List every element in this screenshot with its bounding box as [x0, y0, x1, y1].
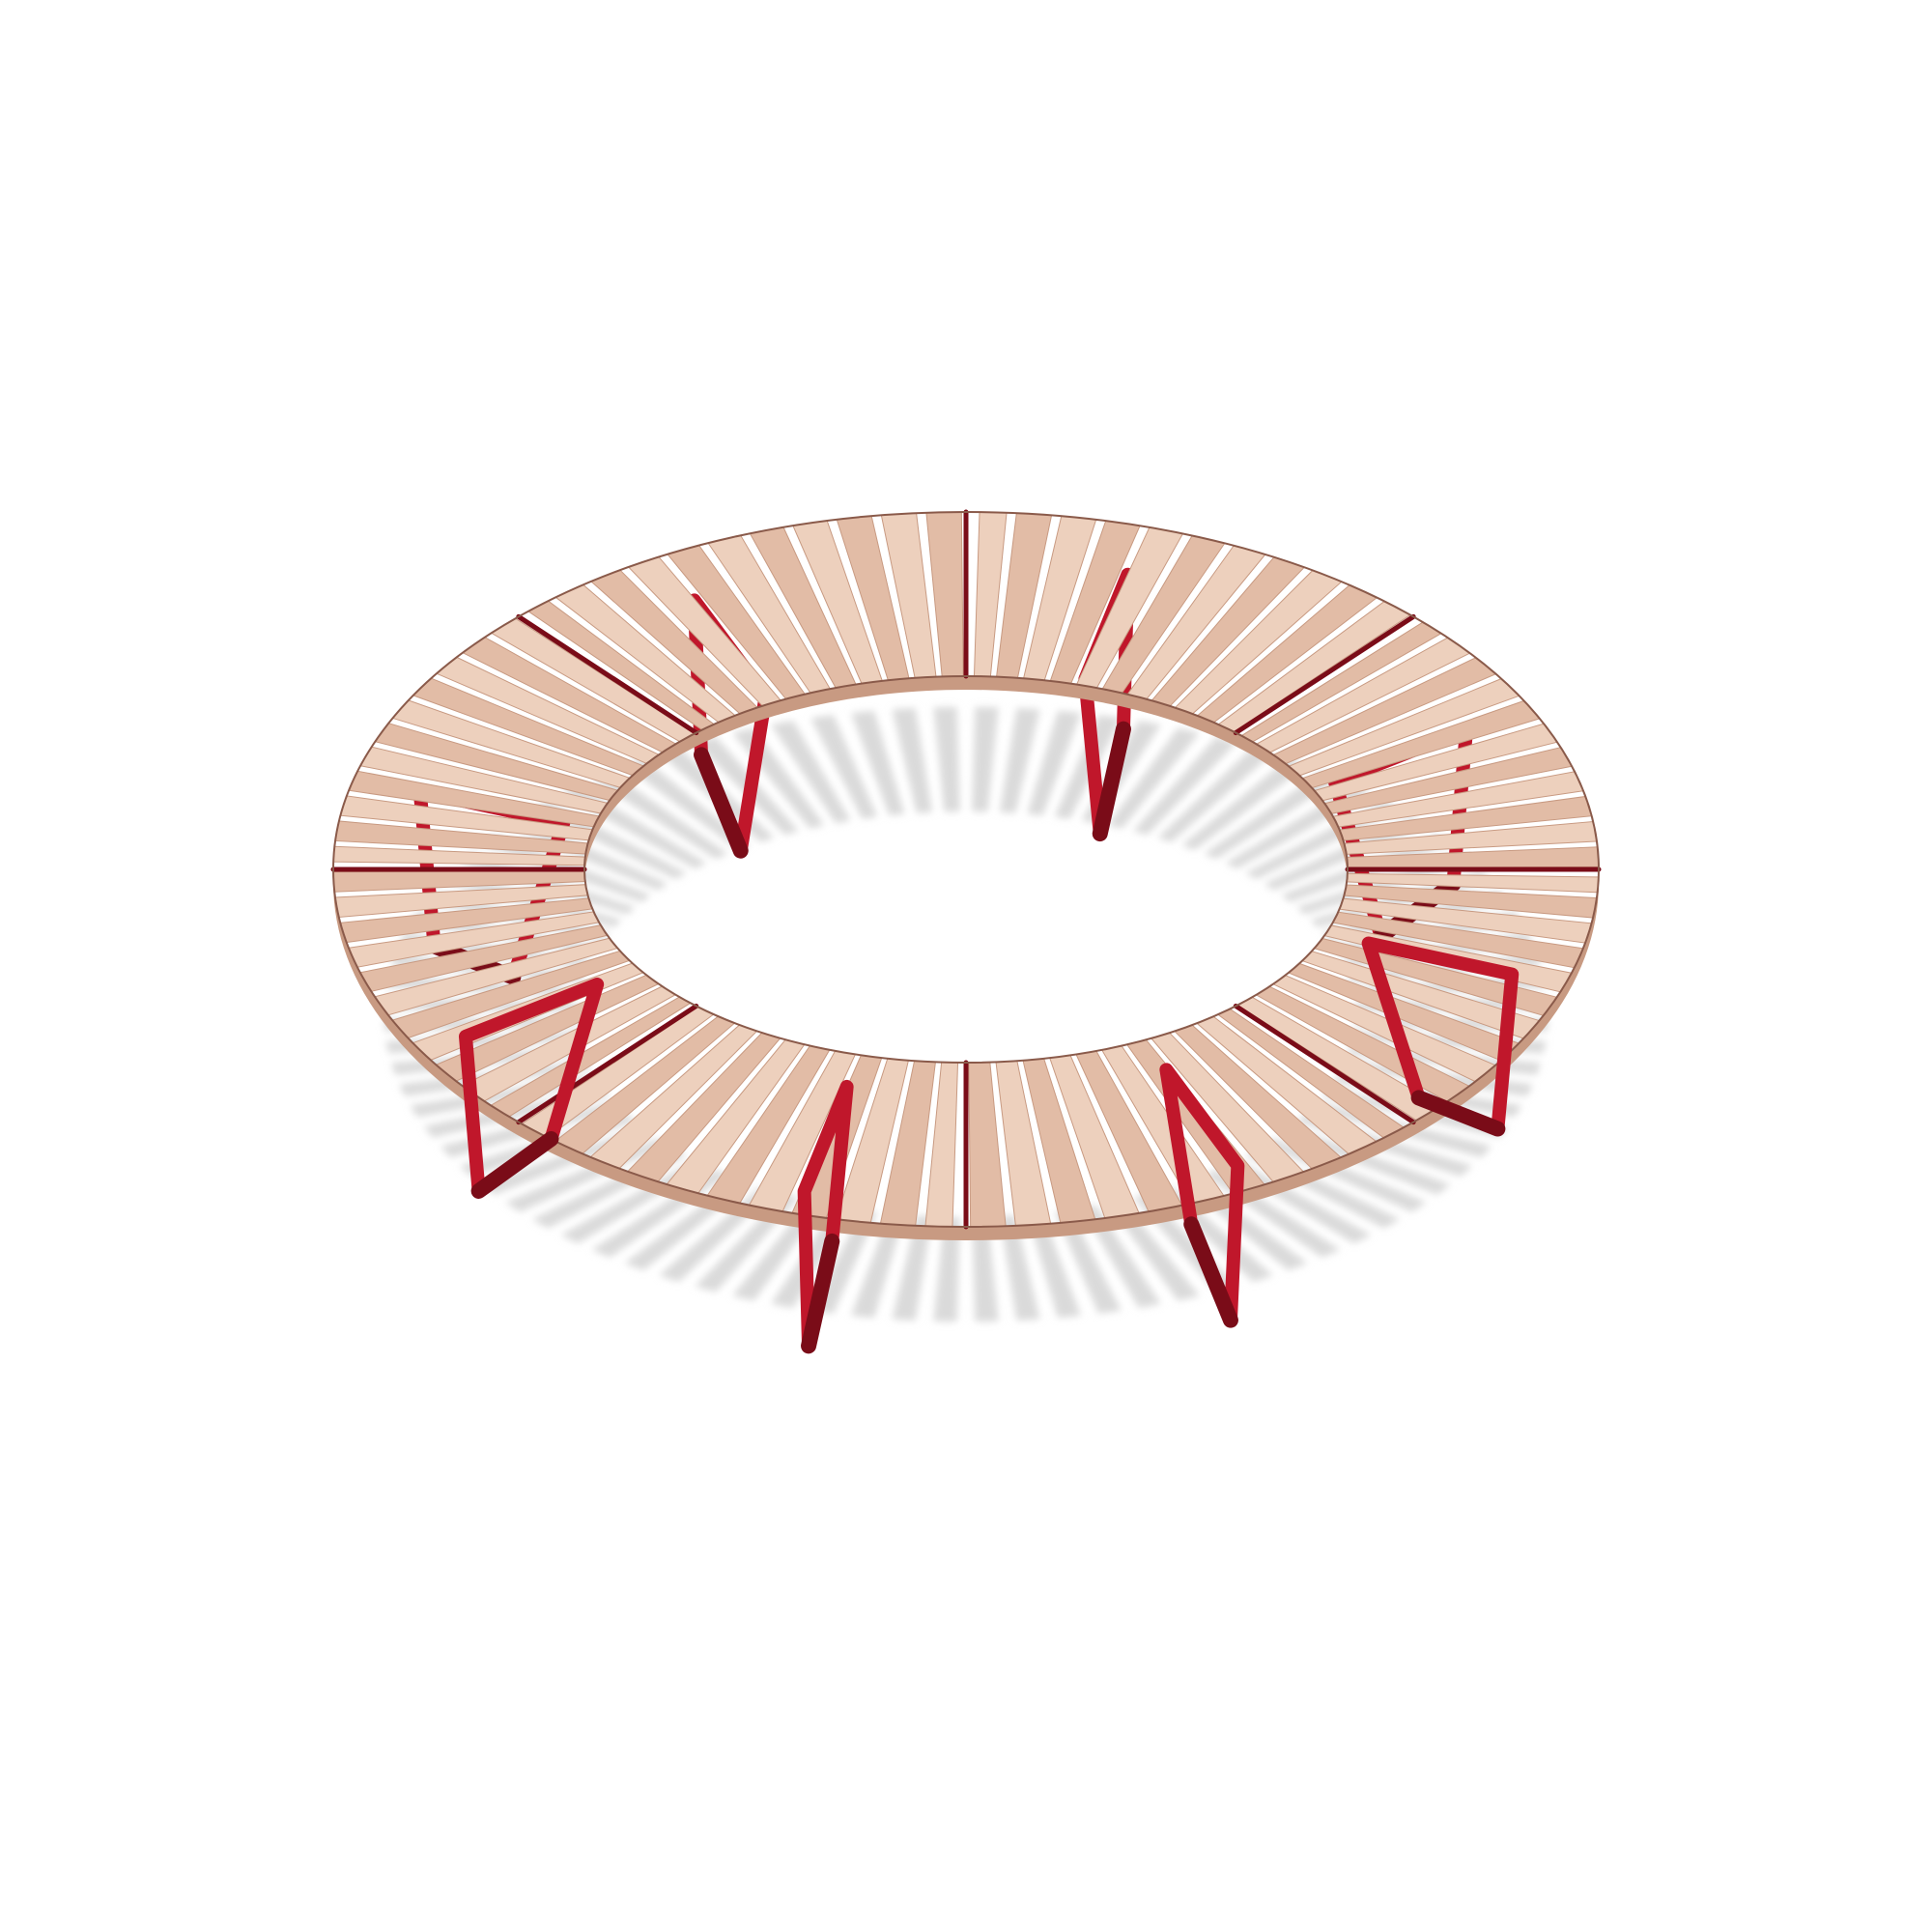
shadow-slat — [933, 1216, 960, 1322]
leg-foot — [1092, 721, 1131, 842]
shadow-slat — [892, 1215, 932, 1321]
bench-leg — [1361, 936, 1520, 1137]
shadow-slat — [851, 710, 905, 816]
front-legs — [458, 936, 1520, 1354]
shadow-slat — [1157, 747, 1273, 842]
module-joint — [1233, 613, 1416, 736]
shadow-slat — [851, 1212, 905, 1319]
shadow-slat — [1027, 1212, 1081, 1319]
shadow-slat — [1054, 1209, 1122, 1314]
shadow-slat — [1027, 710, 1081, 816]
leg-foot — [694, 747, 749, 859]
shadow-slat — [1000, 708, 1040, 813]
module-joint — [516, 613, 699, 736]
bench-seat-ring — [330, 509, 1602, 1240]
shadow-slat — [1181, 758, 1308, 850]
bench-leg — [797, 1079, 854, 1354]
shadow-slat — [1000, 1215, 1040, 1321]
leg-foot — [470, 1130, 559, 1199]
shadow-slat — [933, 706, 960, 812]
shadow-slat — [972, 1216, 999, 1322]
shadow-slat — [771, 721, 851, 824]
module-joint — [516, 1003, 699, 1125]
shadow-slat — [972, 706, 999, 812]
bench-leg — [458, 977, 605, 1199]
shadow-slat — [624, 758, 751, 850]
shadow-slat — [892, 708, 932, 813]
seat-outer-rim — [332, 511, 1600, 1228]
module-joint — [1233, 1003, 1416, 1125]
seat-inner-rim — [583, 675, 1349, 1064]
leg-foot — [801, 1233, 840, 1354]
shadow-slat — [810, 715, 878, 819]
leg-foot — [1183, 1216, 1238, 1328]
bench-leg — [1159, 1063, 1245, 1328]
shadow-slat — [1107, 727, 1200, 829]
shadow-slat — [1133, 736, 1237, 836]
leg-foot — [1410, 1090, 1506, 1137]
